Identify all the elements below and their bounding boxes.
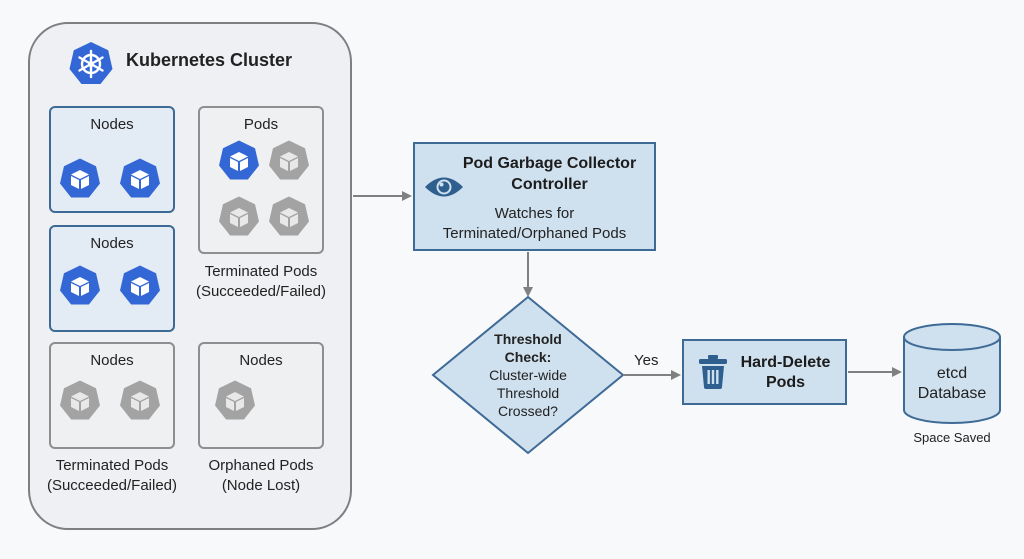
terminated-pod-icon [269,140,309,180]
active-pod-icon [120,265,160,305]
delete-title-line: Pods [765,374,806,391]
controller-subtitle: Watches for Terminated/Orphaned Pods [415,204,654,244]
nodes-group-active[interactable]: Nodes [49,106,175,213]
caption-line: Terminated Pods [55,457,169,474]
active-pod-icon [120,158,160,198]
active-pod-icon [60,158,100,198]
database-caption: Space Saved [913,430,991,445]
yes-branch-label: Yes [634,352,659,369]
database-label-line: etcd [936,365,968,382]
decision-title-line: Check: [504,349,552,365]
nodes-group-active[interactable]: Nodes [49,225,175,332]
cluster-title: Kubernetes Cluster [126,50,293,70]
hard-delete-pods-box[interactable]: Hard-Delete Pods [682,339,847,405]
controller-title-line: Controller [511,176,588,193]
threshold-decision-diamond[interactable] [431,295,625,455]
etcd-database-cylinder[interactable] [903,323,1001,424]
pod-gc-controller-box[interactable]: Pod Garbage Collector Controller Watches… [413,142,656,251]
group-label: Nodes [239,352,283,369]
group-label: Nodes [90,352,134,369]
controller-subtitle-line: Terminated/Orphaned Pods [442,225,627,242]
terminated-pod-icon [120,380,160,420]
group-label: Nodes [90,116,134,133]
nodes-group-orphaned[interactable]: Nodes [198,342,324,449]
controller-title: Pod Garbage Collector Controller [449,153,650,195]
decision-body-line: Threshold [496,385,560,401]
database-label: etcd Database [904,364,1000,404]
caption-line: Terminated Pods [204,263,318,280]
decision-text: Threshold Check: Cluster-wide Threshold … [468,330,588,420]
caption-line: (Succeeded/Failed) [46,477,178,494]
caption-line: Orphaned Pods [208,457,314,474]
decision-body-line: Crossed? [498,403,558,419]
caption-line: (Succeeded/Failed) [195,283,327,300]
caption-line: (Node Lost) [221,477,301,494]
terminated-pod-icon [269,196,309,236]
active-pod-icon [60,265,100,305]
kubernetes-logo-icon [69,42,113,84]
database-label-line: Database [917,385,987,402]
controller-title-line: Pod Garbage Collector [462,155,637,172]
group-label: Pods [243,116,279,133]
terminated-pod-icon [215,380,255,420]
delete-title-line: Hard-Delete [740,354,831,371]
decision-body-line: Cluster-wide [489,367,567,383]
nodes-group-terminated[interactable]: Nodes [49,342,175,449]
pods-group-terminated[interactable]: Pods [198,106,324,254]
controller-subtitle-line: Watches for [494,205,575,222]
orphaned-pods-caption: Orphaned Pods (Node Lost) [188,456,334,496]
terminated-pod-icon [219,196,259,236]
group-label: Nodes [90,235,134,252]
terminated-pods-caption: Terminated Pods (Succeeded/Failed) [188,262,334,302]
delete-title: Hard-Delete Pods [732,353,839,393]
trash-icon [699,355,727,389]
terminated-pod-icon [60,380,100,420]
eye-icon [425,177,463,197]
active-pod-icon [219,140,259,180]
terminated-pods-caption: Terminated Pods (Succeeded/Failed) [39,456,185,496]
decision-title-line: Threshold [494,331,562,347]
